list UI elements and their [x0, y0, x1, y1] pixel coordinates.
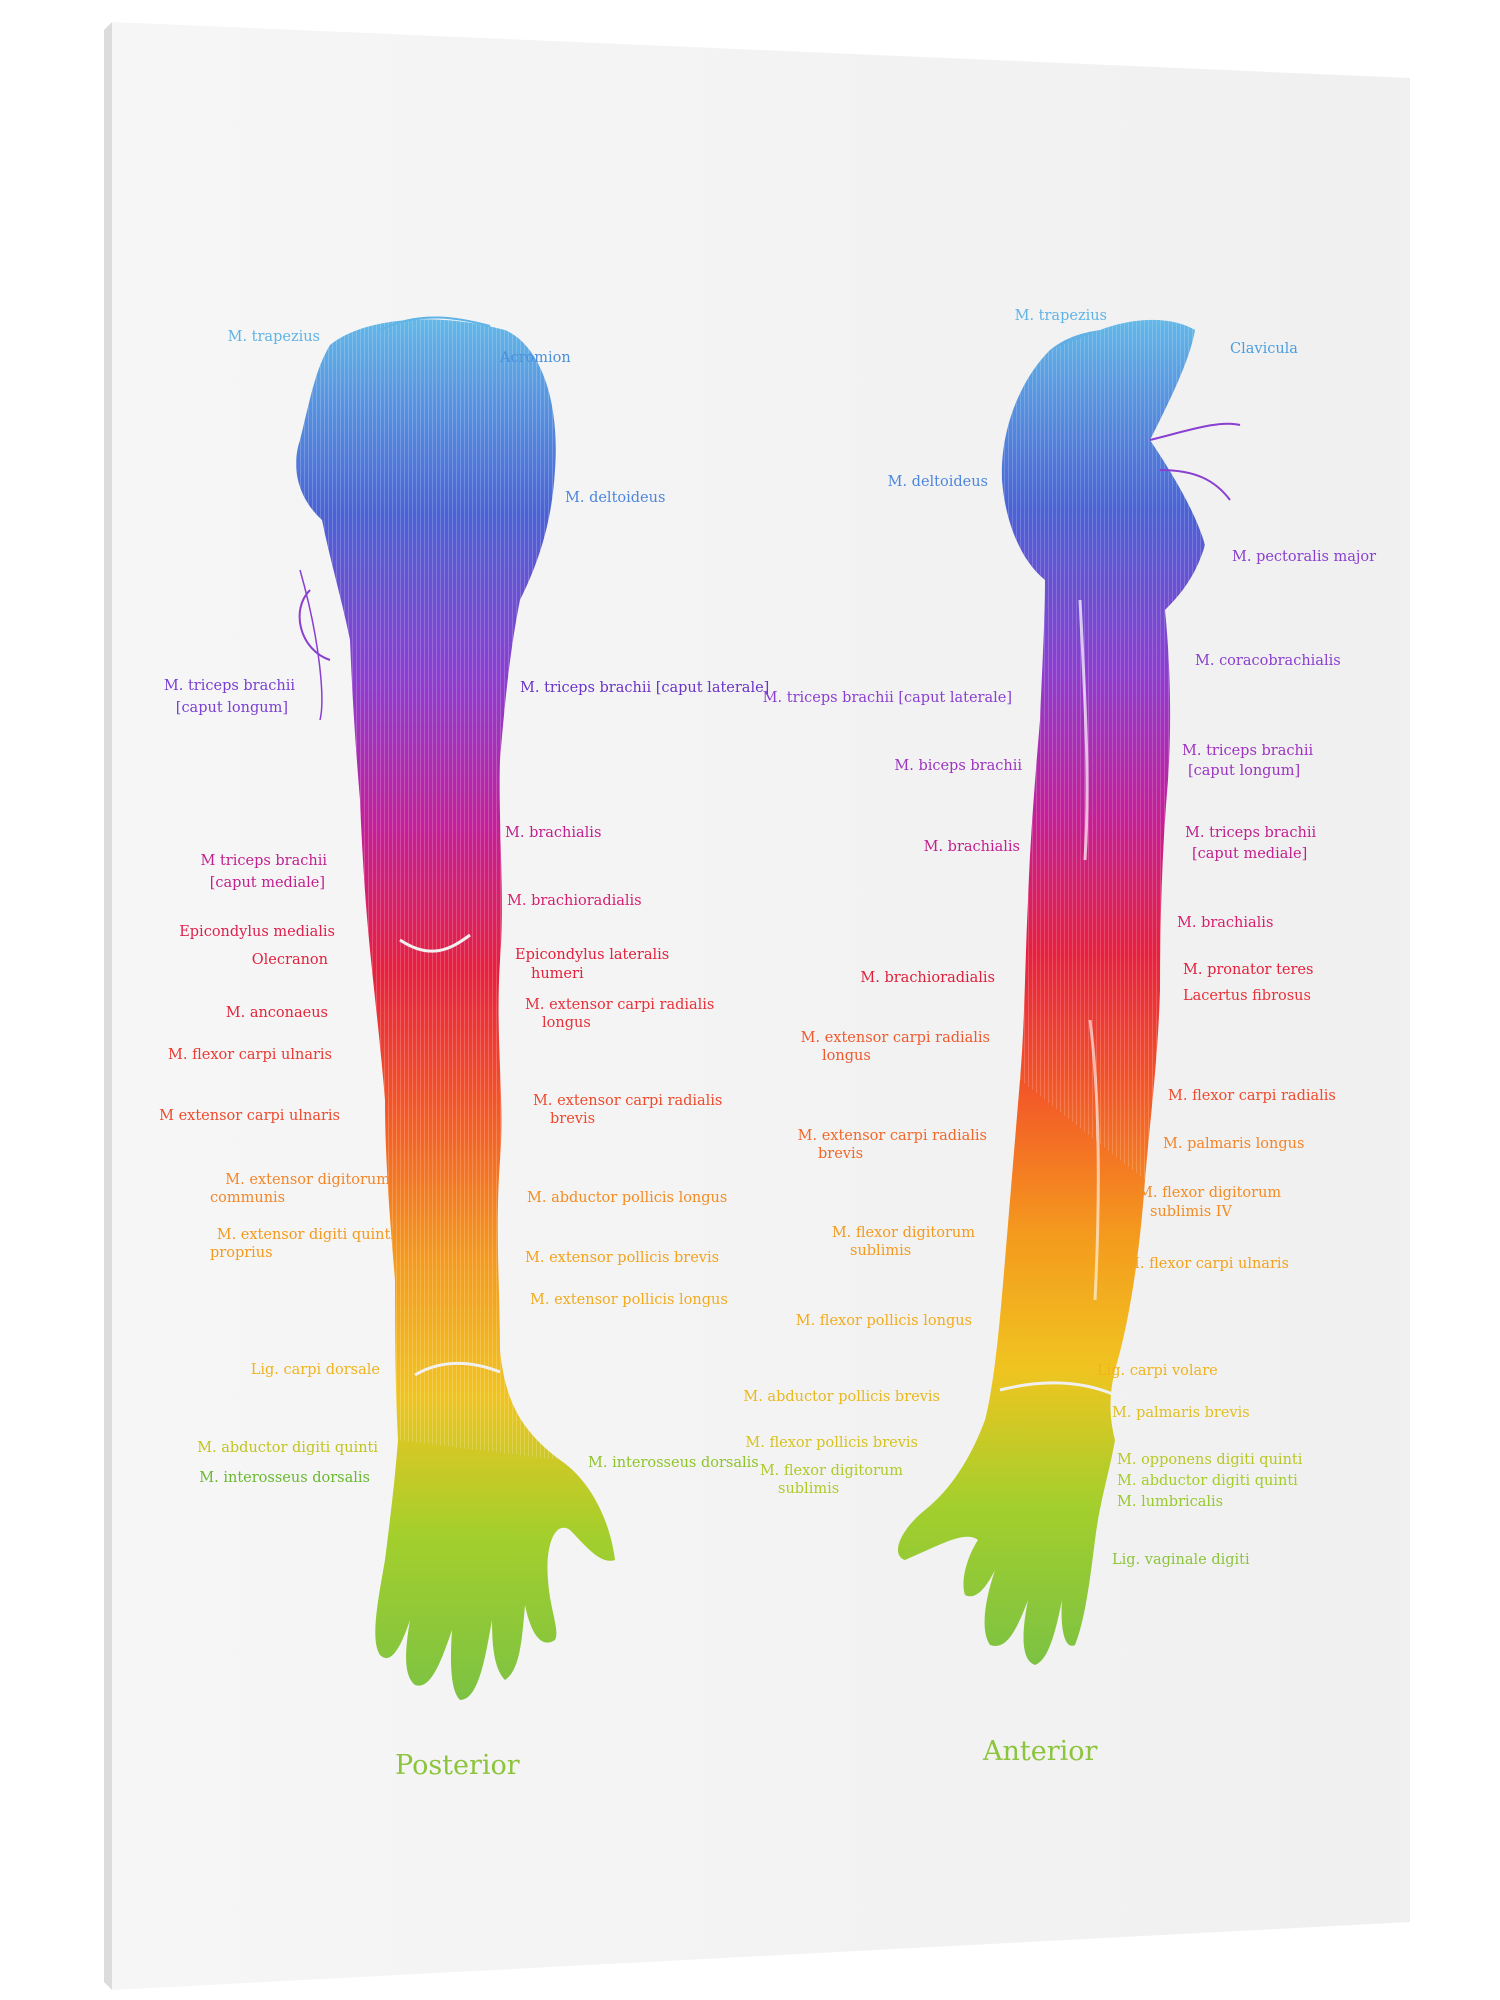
- label-epicondylus-medialis: Epicondylus medialis: [179, 924, 335, 940]
- label-olecranon: Olecranon: [251, 952, 328, 968]
- label-lacertus-fibrosus: Lacertus fibrosus: [1183, 988, 1311, 1004]
- label-ext-digitorum-communis-2: communis: [210, 1190, 286, 1206]
- label-lig-vaginale-digiti: Lig. vaginale digiti: [1112, 1552, 1250, 1568]
- label-trapezius-posterior: M. trapezius: [227, 329, 320, 345]
- label-ext-carpi-rad-longus-posterior: M. extensor carpi radialis: [525, 997, 715, 1013]
- label-flexor-carpi-ulnaris-posterior: M. flexor carpi ulnaris: [168, 1047, 332, 1063]
- label-triceps-laterale-anterior: M. triceps brachii [caput laterale]: [762, 690, 1012, 706]
- label-abd-pollicis-brevis: M. abductor pollicis brevis: [743, 1389, 940, 1405]
- label-palmaris-brevis: M. palmaris brevis: [1112, 1405, 1250, 1421]
- label-triceps-mediale-anterior-2: [caput mediale]: [1192, 846, 1308, 862]
- label-ext-pollicis-brevis: M. extensor pollicis brevis: [525, 1250, 720, 1266]
- label-ext-carpi-rad-longus-anterior: M. extensor carpi radialis: [800, 1030, 990, 1046]
- label-triceps-longum-anterior: M. triceps brachii: [1182, 743, 1314, 759]
- label-brachioradialis-posterior: M. brachioradialis: [507, 893, 642, 909]
- label-brachialis-anterior-right: M. brachialis: [1177, 915, 1274, 931]
- label-flexor-pollicis-longus: M. flexor pollicis longus: [795, 1313, 972, 1329]
- posterior-arm-drawing: [296, 316, 615, 1700]
- label-flexor-carpi-ulnaris-anterior: M. flexor carpi ulnaris: [1125, 1256, 1289, 1272]
- label-ext-pollicis-longus: M. extensor pollicis longus: [530, 1292, 728, 1308]
- label-lig-carpi-dorsale: Lig. carpi dorsale: [250, 1362, 380, 1378]
- label-triceps-mediale-bracket-posterior: [caput mediale]: [209, 875, 325, 891]
- label-flexor-digitorum-sublimis-anterior-2: sublimis: [850, 1243, 912, 1259]
- label-interosseus-dorsalis-left: M. interosseus dorsalis: [199, 1470, 370, 1486]
- label-flexor-digitorum-iv: M. flexor digitorum: [1138, 1185, 1282, 1201]
- label-brachialis-anterior-left: M. brachialis: [923, 839, 1020, 855]
- label-ext-carpi-rad-brevis-posterior-2: brevis: [550, 1111, 596, 1127]
- label-biceps-brachii: M. biceps brachii: [894, 758, 1022, 774]
- label-ext-carpi-rad-brevis-anterior-2: brevis: [818, 1146, 864, 1162]
- label-clavicula: Clavicula: [1230, 341, 1298, 357]
- label-triceps-mediale-posterior: M triceps brachii: [200, 853, 327, 869]
- label-triceps-longum-bracket-posterior: [caput longum]: [175, 700, 288, 716]
- label-flexor-pollicis-brevis: M. flexor pollicis brevis: [745, 1435, 918, 1451]
- label-trapezius-anterior: M. trapezius: [1014, 308, 1107, 324]
- label-triceps-longum-posterior: M. triceps brachii: [163, 678, 295, 694]
- label-opponens-digiti-quinti: M. opponens digiti quinti: [1117, 1452, 1303, 1468]
- label-triceps-laterale-posterior: M. triceps brachii [caput laterale]: [520, 680, 770, 696]
- label-flexor-digitorum-iv-2: sublimis IV: [1150, 1204, 1232, 1220]
- label-abd-digiti-quinti-posterior: M. abductor digiti quinti: [197, 1440, 378, 1456]
- label-interosseus-dorsalis-right: M. interosseus dorsalis: [588, 1455, 759, 1471]
- view-title-anterior: Anterior: [983, 1736, 1098, 1767]
- label-coracobrachialis: M. coracobrachialis: [1195, 653, 1341, 669]
- label-ext-carpi-ulnaris: M extensor carpi ulnaris: [159, 1108, 340, 1124]
- label-ext-carpi-rad-brevis-posterior: M. extensor carpi radialis: [533, 1093, 723, 1109]
- label-abd-pollicis-longus-posterior: M. abductor pollicis longus: [527, 1190, 728, 1206]
- label-flexor-digitorum-sublimis-anterior: M. flexor digitorum: [831, 1225, 975, 1241]
- label-anconaeus: M. anconaeus: [225, 1005, 328, 1021]
- label-ext-carpi-rad-longus-anterior-2: longus: [822, 1048, 871, 1064]
- label-brachioradialis-anterior: M. brachioradialis: [860, 970, 995, 986]
- label-ext-carpi-rad-brevis-anterior: M. extensor carpi radialis: [797, 1128, 987, 1144]
- label-triceps-mediale-anterior: M. triceps brachii: [1185, 825, 1317, 841]
- label-lumbricalis: M. lumbricalis: [1117, 1494, 1224, 1510]
- label-brachialis-posterior: M. brachialis: [505, 825, 602, 841]
- label-ext-carpi-rad-longus-posterior-2: longus: [542, 1015, 591, 1031]
- label-pectoralis-major: M. pectoralis major: [1232, 549, 1377, 565]
- anterior-arm-drawing: [897, 319, 1241, 1665]
- label-acromion: Acromion: [500, 350, 571, 366]
- label-epicondylus-lateralis-humeri: humeri: [531, 966, 584, 982]
- label-deltoideus-posterior: M. deltoideus: [565, 490, 666, 506]
- label-ext-digiti-quinti-2: proprius: [210, 1245, 273, 1261]
- label-triceps-longum-anterior-2: [caput longum]: [1188, 763, 1301, 779]
- label-ext-digiti-quinti: M. extensor digiti quinti: [216, 1227, 395, 1243]
- label-abd-digiti-quinti-anterior: M. abductor digiti quinti: [1117, 1473, 1298, 1489]
- label-lig-carpi-volare: Lig. carpi volare: [1097, 1363, 1218, 1379]
- view-title-posterior: Posterior: [395, 1750, 520, 1781]
- label-flexor-digitorum-sublimis-hand-2: sublimis: [778, 1481, 840, 1497]
- label-pronator-teres: M. pronator teres: [1183, 962, 1314, 978]
- label-ext-digitorum-communis: M. extensor digitorum: [225, 1172, 390, 1188]
- panel-edge: [104, 22, 112, 1990]
- label-flexor-carpi-radialis: M. flexor carpi radialis: [1168, 1088, 1336, 1104]
- label-epicondylus-lateralis: Epicondylus lateralis: [515, 947, 670, 963]
- label-deltoideus-anterior: M. deltoideus: [887, 474, 988, 490]
- label-palmaris-longus: M. palmaris longus: [1163, 1136, 1305, 1152]
- label-flexor-digitorum-sublimis-hand: M. flexor digitorum: [759, 1463, 903, 1479]
